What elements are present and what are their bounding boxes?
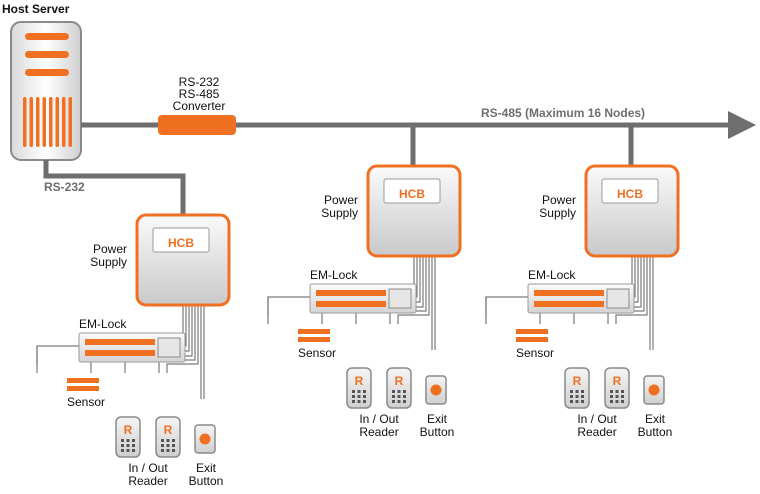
sensor-icon <box>298 329 330 342</box>
host-server-icon <box>10 21 82 161</box>
reader-icon: R <box>604 367 630 409</box>
hcb-label-box <box>152 227 210 253</box>
svg-text:R: R <box>573 374 582 388</box>
converter-block <box>158 115 236 135</box>
sensor-label: Sensor <box>298 346 336 360</box>
sensor-icon <box>67 378 99 391</box>
svg-text:Reader: Reader <box>577 425 616 439</box>
svg-text:Supply: Supply <box>539 206 576 220</box>
svg-text:R: R <box>395 374 404 388</box>
sensor-label: Sensor <box>67 395 105 409</box>
reader-icon: R <box>386 367 412 409</box>
svg-text:Exit: Exit <box>196 461 217 475</box>
svg-text:RS-485: RS-485 <box>179 87 220 101</box>
exit-button-label: Exit Button <box>189 461 224 488</box>
reader-label: In / Out Reader <box>128 461 168 488</box>
svg-text:R: R <box>124 423 133 437</box>
host-server-label: Host Server <box>2 2 70 16</box>
svg-text:Reader: Reader <box>128 474 167 488</box>
svg-text:Button: Button <box>420 425 455 439</box>
node-3: HCB Power Supply EM-Lock Sensor R <box>485 164 680 439</box>
svg-text:Button: Button <box>638 425 673 439</box>
hcb-label-box <box>383 178 441 204</box>
rs485-bus-label: RS-485 (Maximum 16 Nodes) <box>481 106 645 120</box>
reader-icon: R <box>115 416 141 458</box>
reader-label: In / Out Reader <box>359 412 399 439</box>
svg-text:Exit: Exit <box>427 412 448 426</box>
converter-label: RS-232 RS-485 Converter <box>173 75 226 113</box>
svg-text:RS-232: RS-232 <box>179 75 220 89</box>
exit-button-label: Exit Button <box>420 412 455 439</box>
power-supply-label: Power Supply <box>90 242 127 269</box>
reader-icon: R <box>155 416 181 458</box>
em-lock-icon <box>527 283 635 314</box>
svg-text:In / Out: In / Out <box>577 412 617 426</box>
svg-text:R: R <box>613 374 622 388</box>
rs232-label: RS-232 <box>44 180 85 194</box>
reader-icon: R <box>346 367 372 409</box>
em-lock-icon <box>78 332 186 363</box>
rs232-line <box>43 160 186 215</box>
svg-text:Supply: Supply <box>90 255 127 269</box>
reader-label: In / Out Reader <box>577 412 617 439</box>
exit-button-icon <box>194 424 216 454</box>
em-lock-label: EM-Lock <box>310 268 358 282</box>
sensor-icon <box>516 329 548 342</box>
node-1: HCB Power Supply EM-Lock Sensor R <box>36 213 231 488</box>
hcb-label: HCB <box>399 187 425 201</box>
power-supply-label: Power Supply <box>321 193 358 220</box>
svg-text:Converter: Converter <box>173 99 226 113</box>
svg-text:In / Out: In / Out <box>359 412 399 426</box>
svg-text:Power: Power <box>324 193 358 207</box>
reader-icon: R <box>564 367 590 409</box>
exit-button-label: Exit Button <box>638 412 673 439</box>
hcb-label: HCB <box>617 187 643 201</box>
svg-text:R: R <box>164 423 173 437</box>
sensor-label: Sensor <box>516 346 554 360</box>
svg-text:Reader: Reader <box>359 425 398 439</box>
svg-text:R: R <box>355 374 364 388</box>
node-2: HCB Power Supply EM-Lock Sensor R <box>267 164 462 439</box>
em-lock-icon <box>309 283 417 314</box>
svg-text:In / Out: In / Out <box>128 461 168 475</box>
svg-text:Supply: Supply <box>321 206 358 220</box>
exit-button-icon <box>425 375 447 405</box>
exit-button-icon <box>643 375 665 405</box>
svg-text:Power: Power <box>542 193 576 207</box>
em-lock-label: EM-Lock <box>79 317 127 331</box>
svg-text:Power: Power <box>93 242 127 256</box>
hcb-label-box <box>601 178 659 204</box>
svg-text:Exit: Exit <box>645 412 666 426</box>
power-supply-label: Power Supply <box>539 193 576 220</box>
em-lock-label: EM-Lock <box>528 268 576 282</box>
hcb-label: HCB <box>168 236 194 250</box>
svg-text:Button: Button <box>189 474 224 488</box>
